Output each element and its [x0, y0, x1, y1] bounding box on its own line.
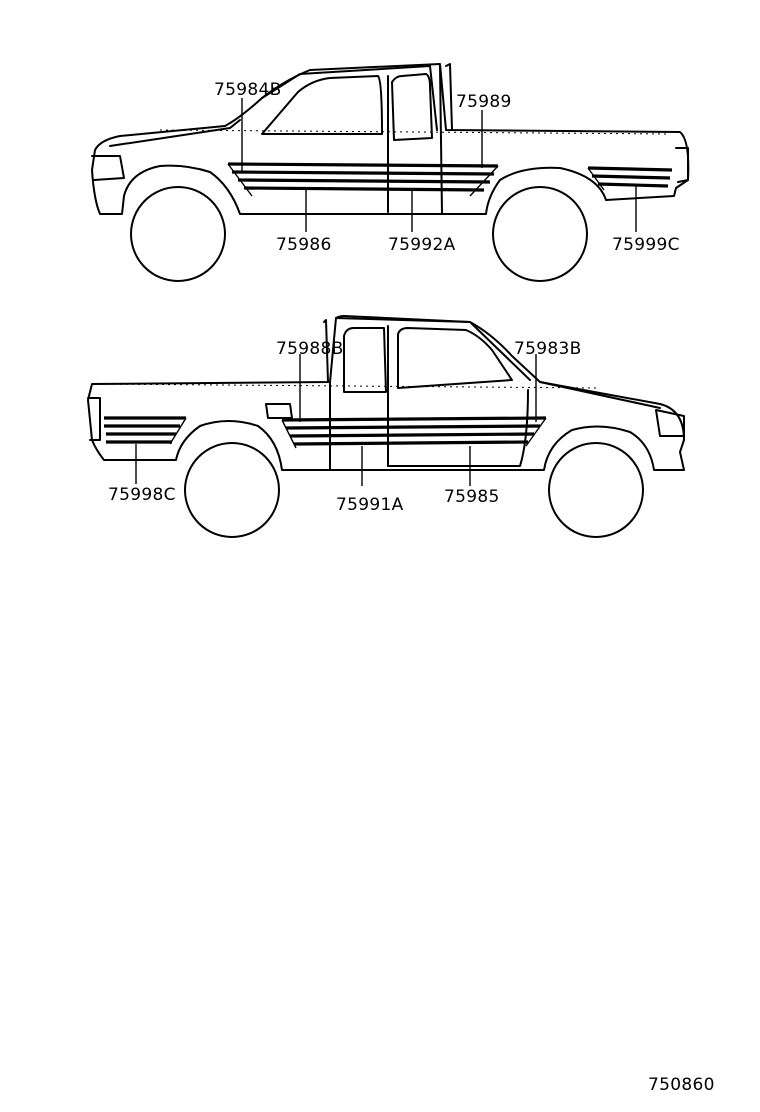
top-truck-bed-rail [159, 129, 671, 135]
bottom-truck-rear-wheel [184, 442, 280, 538]
top-truck-rear-window [391, 73, 433, 141]
label-75984B: 75984B [214, 80, 282, 100]
bottom-truck-tail [87, 397, 101, 441]
label-75998C: 75998C [108, 485, 176, 505]
bottom-truck-front-wheel [548, 442, 644, 538]
top-truck: 75984B 75989 75986 75992A 75999C [91, 63, 690, 282]
top-truck-stripes [227, 162, 673, 197]
top-truck-cab [261, 65, 438, 131]
bottom-truck-door-rear [387, 389, 529, 467]
bottom-truck-front-window [397, 327, 513, 389]
label-75991A: 75991A [336, 495, 404, 515]
top-truck-front-window [261, 75, 383, 135]
top-truck-rear-wheel [492, 186, 588, 282]
label-75988B: 75988B [276, 339, 344, 359]
bottom-truck-rear-window [343, 327, 387, 393]
label-75986: 75986 [276, 235, 332, 255]
label-75985: 75985 [444, 487, 500, 507]
label-75989: 75989 [456, 92, 512, 112]
label-75992A: 75992A [388, 235, 456, 255]
label-75999C: 75999C [612, 235, 680, 255]
bottom-truck-body-outline [87, 317, 685, 471]
figure-number: 750860 [648, 1075, 715, 1095]
top-truck-tail [675, 147, 689, 183]
bottom-truck-bed-post [323, 319, 329, 383]
top-truck-headlight [91, 155, 125, 181]
bottom-truck-bed-rail [95, 383, 601, 389]
bottom-truck-cab [335, 315, 531, 381]
top-truck-bed-post [445, 63, 453, 131]
top-truck-front-wheel [130, 186, 226, 282]
bottom-truck-hood [539, 381, 661, 409]
bottom-truck: 75988B 75983B 75998C 75991A 75985 [87, 315, 685, 538]
bottom-truck-stripes [104, 416, 547, 449]
top-truck-hood [109, 119, 241, 147]
bottom-truck-headlight [655, 409, 685, 437]
label-75983B: 75983B [514, 339, 582, 359]
bottom-truck-fuel-door [265, 403, 293, 419]
